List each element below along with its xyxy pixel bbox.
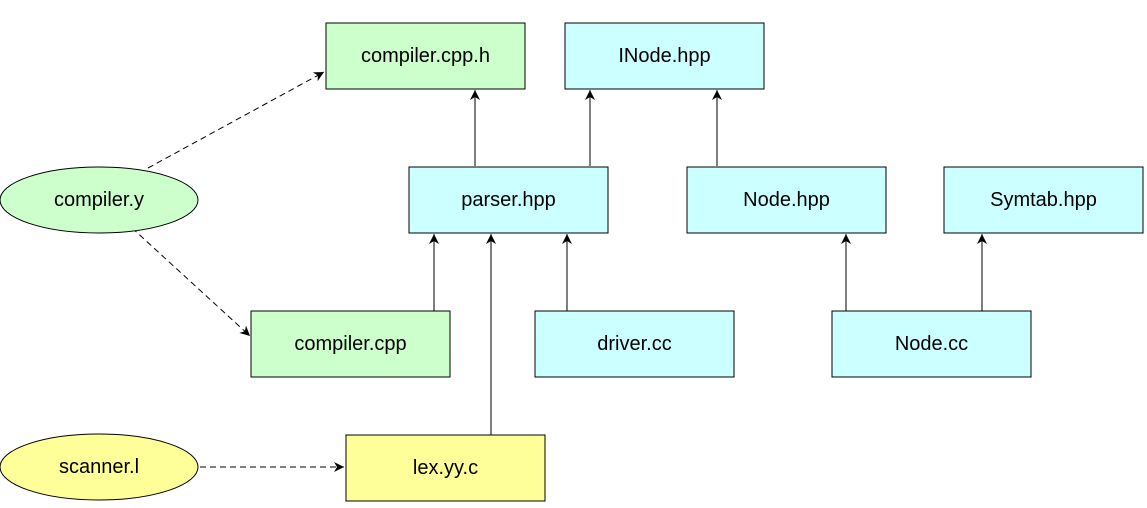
nodes: compiler.cpp.h INode.hpp compiler.y pars… bbox=[0, 22, 1144, 502]
node-inode-hpp-label: INode.hpp bbox=[618, 45, 710, 67]
node-inode-hpp[interactable]: INode.hpp bbox=[564, 22, 765, 90]
node-driver-cc-box bbox=[534, 310, 735, 378]
edge-compiler-y-to-compiler-cpp-h bbox=[147, 71, 325, 169]
node-compiler-cpp-box bbox=[250, 310, 451, 378]
node-compiler-cpp-h-box bbox=[325, 22, 526, 90]
edges bbox=[131, 71, 987, 472]
node-symtab-hpp-box bbox=[943, 166, 1144, 234]
node-scanner-l[interactable]: scanner.l bbox=[0, 433, 199, 501]
node-lex-yy-c-label: lex.yy.c bbox=[413, 457, 478, 479]
node-compiler-y[interactable]: compiler.y bbox=[0, 166, 199, 234]
node-symtab-hpp-label: Symtab.hpp bbox=[990, 189, 1097, 211]
node-lex-yy-c[interactable]: lex.yy.c bbox=[345, 434, 546, 502]
node-node-hpp-label: Node.hpp bbox=[743, 189, 830, 211]
node-scanner-l-label: scanner.l bbox=[59, 456, 139, 478]
node-lex-yy-c-box bbox=[345, 434, 546, 502]
node-driver-cc[interactable]: driver.cc bbox=[534, 310, 735, 378]
node-parser-hpp[interactable]: parser.hpp bbox=[408, 166, 609, 234]
node-compiler-cpp[interactable]: compiler.cpp bbox=[250, 310, 451, 378]
node-driver-cc-label: driver.cc bbox=[597, 333, 671, 355]
node-node-cc-box bbox=[831, 310, 1032, 378]
node-node-hpp[interactable]: Node.hpp bbox=[686, 166, 887, 234]
edge-compiler-y-to-compiler-cpp bbox=[131, 227, 251, 337]
node-node-hpp-box bbox=[686, 166, 887, 234]
node-compiler-cpp-label: compiler.cpp bbox=[294, 333, 406, 355]
node-compiler-cpp-h-label: compiler.cpp.h bbox=[361, 45, 490, 67]
node-symtab-hpp[interactable]: Symtab.hpp bbox=[943, 166, 1144, 234]
node-node-cc[interactable]: Node.cc bbox=[831, 310, 1032, 378]
node-parser-hpp-label: parser.hpp bbox=[461, 189, 556, 211]
node-parser-hpp-box bbox=[408, 166, 609, 234]
node-scanner-l-ellipse bbox=[0, 433, 199, 501]
node-compiler-y-ellipse bbox=[0, 166, 199, 234]
node-compiler-y-label: compiler.y bbox=[54, 189, 144, 211]
node-inode-hpp-box bbox=[564, 22, 765, 90]
node-compiler-cpp-h[interactable]: compiler.cpp.h bbox=[325, 22, 526, 90]
node-node-cc-label: Node.cc bbox=[895, 333, 968, 355]
